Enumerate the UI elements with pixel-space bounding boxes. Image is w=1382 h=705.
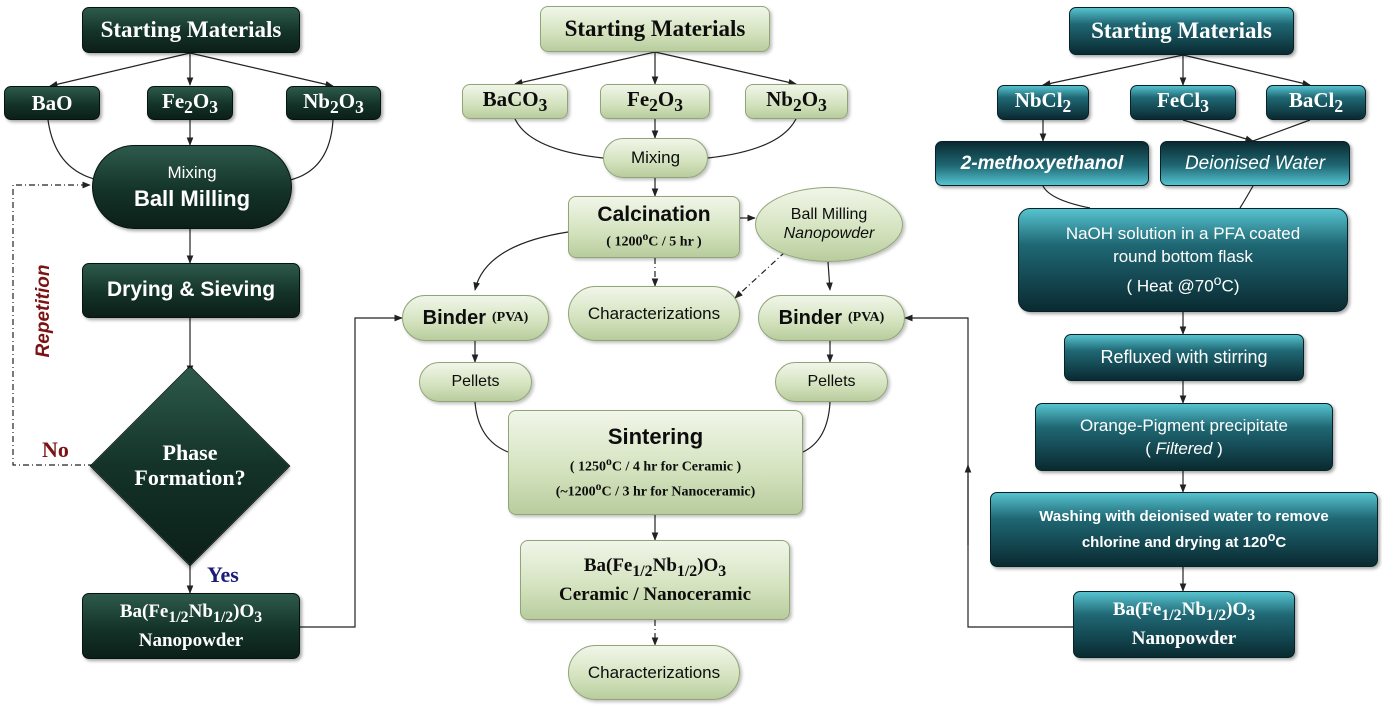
mid-pellets-left-label: Pellets	[451, 372, 500, 390]
right-product-nanopowder: Ba(Fe1/2Nb1/2)O3 Nanopowder	[1073, 591, 1295, 658]
left-product-nanopowder: Ba(Fe1/2Nb1/2)O3 Nanopowder	[82, 593, 300, 659]
mid-sintering-label: Sintering	[607, 424, 704, 450]
mid-sintering: Sintering ( 1250oC / 4 hr for Ceramic ) …	[508, 410, 803, 515]
mid-sintering-ceramic-temp: ( 1250oC / 4 hr for Ceramic )	[569, 455, 742, 476]
mid-product-formula: Ba(Fe1/2Nb1/2)O3	[583, 554, 727, 580]
mid-material-baco3-formula: BaCO3	[482, 87, 548, 116]
repetition-label: Repetition	[33, 264, 54, 358]
mid-calcination-label: Calcination	[597, 203, 711, 227]
right-precipitate: Orange-Pigment precipitate ( Filtered )	[1035, 403, 1333, 471]
right-washing: Washing with deionised water to remove c…	[990, 492, 1378, 567]
right-naoh-flask: NaOH solution in a PFA coated round bott…	[1018, 208, 1348, 312]
right-washing-line2: chlorine and drying at 120oC	[1081, 530, 1287, 551]
mid-product-ceramic: Ba(Fe1/2Nb1/2)O3 Ceramic / Nanoceramic	[520, 540, 790, 620]
left-material-fe2o3: Fe2O3	[147, 86, 233, 120]
yes-label: Yes	[207, 562, 239, 587]
mid-binder-left: Binder (PVA)	[402, 295, 549, 341]
right-starting-materials-label: Starting Materials	[1091, 17, 1272, 43]
right-material-bacl2: BaCl2	[1266, 85, 1366, 120]
mid-binder-right-pva: (PVA)	[848, 309, 885, 325]
mid-calcination-temp: ( 1200oC / 5 hr )	[606, 230, 702, 250]
left-mixing-ball-milling: Mixing Ball Milling	[92, 145, 292, 229]
mid-mixing-label: Mixing	[630, 148, 681, 168]
mid-characterizations-bottom: Characterizations	[568, 645, 740, 700]
mid-mixing: Mixing	[603, 138, 708, 178]
no-label: No	[42, 437, 69, 462]
right-material-fecl3: FeCl3	[1130, 85, 1236, 120]
left-ball-milling-label: Ball Milling	[133, 186, 251, 212]
mid-ball-milling-nanopowder: Ball Milling Nanopowder	[755, 187, 903, 262]
left-product-sub: Nanopowder	[138, 629, 244, 651]
mid-characterizations-top-label: Characterizations	[587, 303, 721, 323]
left-material-bao: BaO	[4, 86, 100, 120]
mid-binder-right-label: Binder	[778, 306, 843, 329]
left-material-bao-label: BaO	[31, 90, 73, 115]
mid-pellets-left: Pellets	[419, 362, 532, 402]
left-drying-sieving-label: Drying & Sieving	[106, 278, 276, 302]
right-naoh-heat: ( Heat @70oC)	[1126, 272, 1240, 296]
right-product-sub: Nanopowder	[1131, 628, 1237, 650]
right-refluxed-label: Refluxed with stirring	[1100, 347, 1268, 368]
phase-label-line1: Phase	[162, 439, 218, 465]
mid-binder-left-pva: (PVA)	[492, 309, 529, 325]
mid-ball-milling-label: Ball Milling	[790, 206, 868, 224]
right-naoh-line1: NaOH solution in a PFA coated	[1065, 223, 1301, 243]
left-material-nb2o3-formula: Nb2O3	[303, 88, 364, 118]
right-material-nbcl2: NbCl2	[997, 85, 1089, 120]
mid-nanopowder-label: Nanopowder	[783, 224, 875, 242]
mid-calcination: Calcination ( 1200oC / 5 hr )	[568, 196, 740, 258]
phase-formation-label: Phase Formation?	[115, 420, 265, 510]
right-washing-line1: Washing with deionised water to remove	[1039, 507, 1329, 525]
right-material-nbcl2-formula: NbCl2	[1014, 88, 1072, 117]
mid-binder-right: Binder (PVA)	[758, 295, 905, 341]
mid-sintering-nano-temp: (~1200oC / 3 hr for Nanoceramic)	[555, 480, 756, 500]
mid-pellets-right: Pellets	[775, 362, 888, 402]
left-material-fe2o3-formula: Fe2O3	[162, 88, 218, 118]
left-drying-sieving: Drying & Sieving	[82, 263, 300, 318]
mid-material-baco3: BaCO3	[462, 84, 568, 119]
mid-product-sub: Ceramic / Nanoceramic	[558, 583, 752, 605]
mid-material-fe2o3-formula: Fe2O3	[627, 87, 683, 116]
left-starting-materials: Starting Materials	[82, 7, 300, 53]
right-naoh-line2: round bottom flask	[1113, 247, 1253, 267]
left-starting-materials-label: Starting Materials	[100, 16, 282, 42]
right-solvent-water-label: Deionised Water	[1184, 152, 1326, 174]
right-product-formula: Ba(Fe1/2Nb1/2)O3	[1112, 599, 1256, 624]
right-refluxed: Refluxed with stirring	[1064, 334, 1304, 381]
mid-pellets-right-label: Pellets	[807, 372, 856, 390]
left-mixing-label: Mixing	[167, 162, 217, 182]
mid-material-nb2o3-formula: Nb2O3	[766, 87, 827, 116]
phase-label-line2: Formation?	[134, 465, 246, 490]
mid-characterizations-bottom-label: Characterizations	[587, 662, 721, 682]
right-solvent-methoxyethanol: 2-methoxyethanol	[935, 141, 1149, 186]
mid-binder-left-label: Binder	[422, 306, 487, 329]
right-solvent-deionised-water: Deionised Water	[1160, 141, 1350, 186]
mid-material-nb2o3: Nb2O3	[745, 84, 848, 119]
right-solvent-methoxyethanol-label: 2-methoxyethanol	[960, 152, 1124, 174]
mid-starting-materials: Starting Materials	[540, 6, 770, 52]
mid-characterizations-top: Characterizations	[568, 286, 740, 341]
left-product-formula: Ba(Fe1/2Nb1/2)O3	[119, 600, 263, 626]
right-material-bacl2-formula: BaCl2	[1288, 88, 1344, 117]
left-material-nb2o3: Nb2O3	[286, 86, 381, 120]
right-precipitate-label: Orange-Pigment precipitate	[1080, 415, 1288, 435]
right-filtered: ( Filtered )	[1145, 438, 1223, 458]
mid-material-fe2o3: Fe2O3	[600, 84, 710, 119]
right-starting-materials: Starting Materials	[1069, 7, 1294, 55]
mid-starting-materials-label: Starting Materials	[564, 15, 746, 41]
right-material-fecl3-formula: FeCl3	[1157, 88, 1209, 117]
